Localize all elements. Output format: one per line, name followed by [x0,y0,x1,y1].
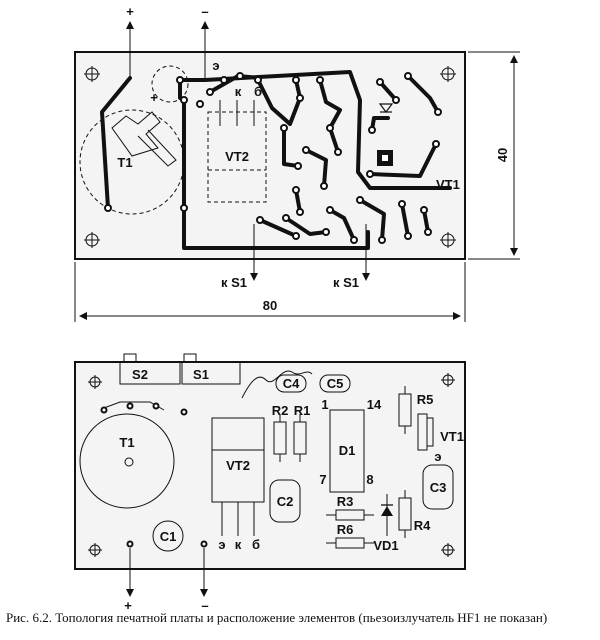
mounting-hole-b-top-right [441,373,455,387]
d1-pin1-label: 1 [321,397,328,412]
piezo-outline-top [151,65,189,103]
ks1-right-label: к S1 [333,275,359,290]
c1-label: C1 [160,529,177,544]
width-dimension-label: 80 [263,298,277,313]
vd1-label: VD1 [373,538,398,553]
r5-label: R5 [417,392,434,407]
piezo-plus-label: + [150,90,158,105]
vt2-label-top: VT2 [225,149,249,164]
vt1-label-bottom: VT1 [440,429,464,444]
collector-label-top: к [235,84,242,99]
emitter-label-top: э [212,58,219,73]
capacitor-c5 [319,374,351,393]
s2-label: S2 [132,367,148,382]
r4-label: R4 [414,518,431,533]
d1-pin14-label: 14 [367,397,382,412]
switch-s1 [181,361,241,385]
vt2-pin-b: б [252,537,260,552]
base-label-top: б [254,84,262,99]
capacitor-c3 [422,464,454,510]
diode-vd1 [381,494,393,536]
copper-traces [100,70,452,250]
vt1-label-top: VT1 [436,177,460,192]
c5-label: C5 [327,376,344,391]
figure-caption: Рис. 6.2. Топология печатной платы и рас… [6,610,548,625]
pcb-topology-view: + – T1 VT2 э к б [74,4,520,322]
c3-emitter-mark: э [434,449,441,464]
pcb-figure: + – T1 VT2 э к б [74,4,520,610]
mounting-hole-b-bottom-right [441,543,455,557]
height-dimension-label: 40 [495,148,510,162]
mounting-hole-top-left [84,66,100,82]
mounting-hole-top-right [440,66,456,82]
t1-winding-sketch [111,111,161,157]
r3-label: R3 [337,494,354,509]
t1-label-top: T1 [117,155,132,170]
r6-label: R6 [337,522,354,537]
capacitor-c4 [275,374,307,393]
r2-label: R2 [272,403,289,418]
vt2-pin-e: э [218,537,225,552]
d1-pin8-label: 8 [366,472,373,487]
d1-pin7-label: 7 [319,472,326,487]
c3-label: C3 [430,480,447,495]
minus-label-bottom: – [201,598,208,610]
pcb-board-bottom [74,361,466,570]
capacitor-c2 [269,479,301,523]
vt2-pin-k: к [235,537,242,552]
switch-s2 [119,361,181,385]
c4-label: C4 [283,376,300,391]
mounting-hole-b-top-left [88,375,102,389]
vt2-label-bottom: VT2 [226,458,250,473]
c2-label: C2 [277,494,294,509]
t1-label-bottom: T1 [119,435,134,450]
d1-label: D1 [339,443,356,458]
plus-label-bottom: + [124,598,132,610]
transformer-t1 [79,413,175,509]
solder-pads [104,72,442,244]
plus-label-top: + [126,4,134,19]
s1-label: S1 [193,367,209,382]
ks1-left-label: к S1 [221,275,247,290]
mounting-hole-b-bottom-left [88,543,102,557]
capacitor-c1 [152,520,184,552]
diode-symbol-top [378,103,394,113]
ic-d1 [329,409,365,493]
minus-label-top: – [201,4,208,19]
component-layout-view: S2 S1 C4 C5 T1 VT2 э к б R2 R1 C2 [74,353,466,610]
mounting-hole-bottom-right [440,232,456,248]
mounting-hole-bottom-left [84,232,100,248]
r1-label: R1 [294,403,311,418]
